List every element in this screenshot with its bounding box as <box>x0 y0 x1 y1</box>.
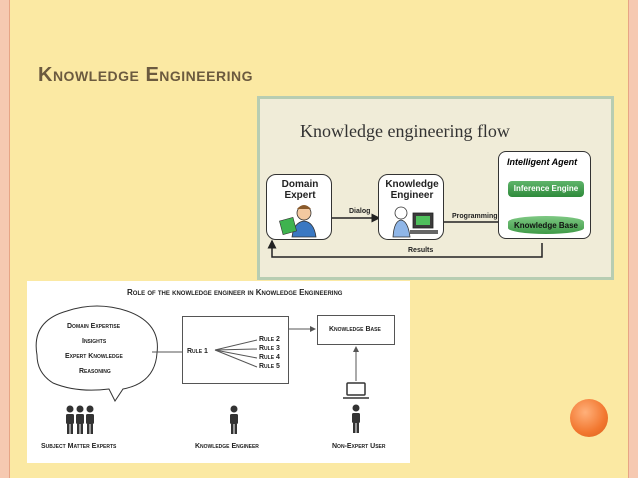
domain-expert-node: Domain Expert <box>266 174 332 240</box>
left-border <box>0 0 10 478</box>
rule-2: Rule 2 <box>259 336 280 343</box>
bubble-item-2: Insights <box>82 338 107 345</box>
flow-title: Knowledge engineering flow <box>300 121 510 141</box>
bubble-item-1: Domain Expertise <box>67 323 121 330</box>
role-title: Role of the knowledge engineer in Knowle… <box>127 288 343 297</box>
computer-icon <box>392 206 438 238</box>
person-icon <box>230 405 238 434</box>
rule-main: Rule 1 <box>187 348 208 355</box>
people-icons <box>66 382 369 434</box>
role-connectors <box>35 305 359 402</box>
person-icon <box>279 205 317 238</box>
user-label: Non-Expert User <box>332 443 386 450</box>
knowledge-base-box <box>317 315 395 345</box>
sme-label: Subject Matter Experts <box>41 443 117 450</box>
user-person-icon <box>352 404 360 433</box>
rule-3: Rule 3 <box>259 345 280 352</box>
edge-programming-label: Programming <box>452 213 498 220</box>
group-icon <box>66 405 94 434</box>
knowledge-engineer-label: Knowledge Engineer <box>385 179 439 201</box>
agent-title: Intelligent Agent <box>507 157 578 167</box>
flow-diagram: Knowledge engineering flow Domain Expert… <box>257 96 614 280</box>
domain-expert-label: Domain Expert <box>281 179 319 201</box>
accent-circle <box>570 399 608 437</box>
slide-title: Knowledge Engineering <box>38 64 253 86</box>
role-diagram: Role of the knowledge engineer in Knowle… <box>27 281 410 463</box>
ke-label: Knowledge Engineer <box>195 443 259 450</box>
intelligent-agent-box: Intelligent Agent Inference Engine Knowl… <box>498 151 591 239</box>
rule-5: Rule 5 <box>259 363 280 370</box>
bubble-item-3: Expert Knowledge <box>65 353 123 360</box>
rules-box <box>182 316 289 384</box>
knowledge-base-cylinder: Knowledge Base <box>508 216 584 234</box>
knowledge-engineer-node: Knowledge Engineer <box>378 174 444 240</box>
edge-dialog-label: Dialog <box>349 208 371 215</box>
edge-results-label: Results <box>408 247 434 254</box>
inference-engine: Inference Engine <box>508 181 584 197</box>
bubble-item-4: Reasoning <box>79 368 111 375</box>
laptop-icon <box>343 382 369 399</box>
rule-4: Rule 4 <box>259 354 280 361</box>
knowledge-base-label: Knowledge Base <box>329 326 381 333</box>
right-border <box>628 0 638 478</box>
